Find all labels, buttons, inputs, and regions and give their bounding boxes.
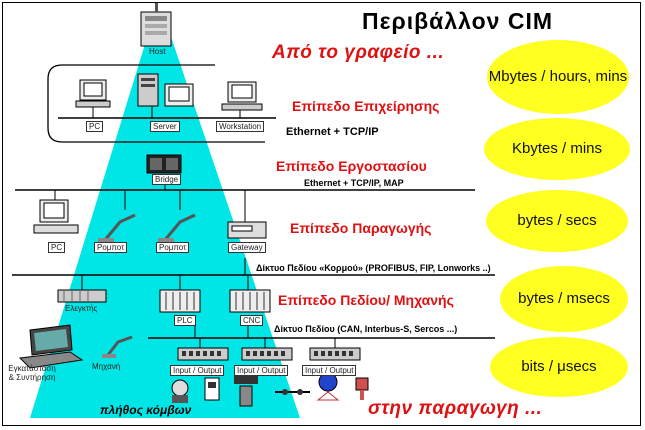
label-server: Server (150, 121, 180, 132)
level-field: Επίπεδο Πεδίου/ Μηχανής (278, 292, 454, 308)
io3-icon (309, 347, 361, 361)
controller-icon (57, 289, 107, 303)
level-business: Επίπεδο Επιχείρησης (292, 98, 440, 114)
level-production: Επίπεδο Παραγωγής (290, 220, 432, 236)
plc-icon (159, 289, 201, 313)
label-robot2: Ρομποτ (156, 242, 190, 253)
label-bridge: Bridge (152, 174, 182, 185)
label-host: Host (149, 47, 166, 56)
network-production: Δίκτυο Πεδίου «Κορμού» (PROFIBUS, FIP, L… (256, 263, 491, 273)
rate-ellipse-business: Mbytes / hours, mins (487, 40, 629, 114)
label-workstation: Workstation (216, 121, 265, 132)
machine-icon (102, 335, 133, 358)
gateway-icon (227, 221, 267, 239)
pc-icon (75, 79, 111, 108)
level-factory: Επίπεδο Εργοστασίου (276, 158, 427, 174)
cnc-icon (229, 289, 271, 313)
robot1-icon (98, 213, 136, 242)
label-pc: PC (86, 121, 104, 132)
label-plc: PLC (174, 315, 196, 326)
workstation-icon (221, 81, 263, 111)
network-business: Ethernet + TCP/IP (286, 126, 379, 138)
rate-ellipse-field: bytes / msecs (500, 266, 628, 332)
bridge-icon (146, 154, 182, 174)
label-robot1: Ρομποτ (94, 242, 128, 253)
diagram-frame (2, 2, 641, 426)
bottom-slogan: στην παραγωγη ... (368, 398, 543, 419)
label-pc2: PC (48, 242, 66, 253)
io1-icon (177, 347, 229, 361)
field-devices-icons (171, 372, 369, 407)
label-install: Εγκατάσταση & Συντήρηση (8, 364, 56, 382)
server-icon (137, 73, 194, 107)
label-io2: Input / Output (234, 365, 289, 376)
robot2-icon (158, 213, 196, 242)
rate-ellipse-factory: Kbytes / mins (484, 118, 630, 180)
network-field: Δίκτυο Πεδίου (CAN, Interbus-S, Sercos .… (274, 324, 458, 334)
network-factory: Ethernet + TCP/IP, MAP (304, 178, 404, 188)
label-machine: Μηχανή (92, 362, 121, 371)
rate-ellipse-production: bytes / secs (486, 190, 628, 252)
rate-ellipse-device: bits / μsecs (490, 337, 628, 397)
io2-icon (241, 347, 293, 361)
footer-label: πλήθος κόμβων (100, 403, 192, 417)
label-cnc: CNC (240, 315, 264, 326)
page-title: Περιβάλλον CIM (362, 8, 554, 34)
label-io3: Input / Output (302, 365, 357, 376)
laptop-icon (18, 324, 84, 369)
label-gateway: Gateway (228, 242, 266, 253)
host-icon (140, 3, 172, 47)
top-slogan: Από το γραφείο ... (272, 42, 445, 63)
business-frame (47, 64, 265, 143)
label-io1: Input / Output (170, 365, 225, 376)
pyramid-shape (30, 28, 300, 418)
label-controller: Ελεγκτής (65, 304, 98, 313)
pc2-icon (33, 199, 79, 234)
